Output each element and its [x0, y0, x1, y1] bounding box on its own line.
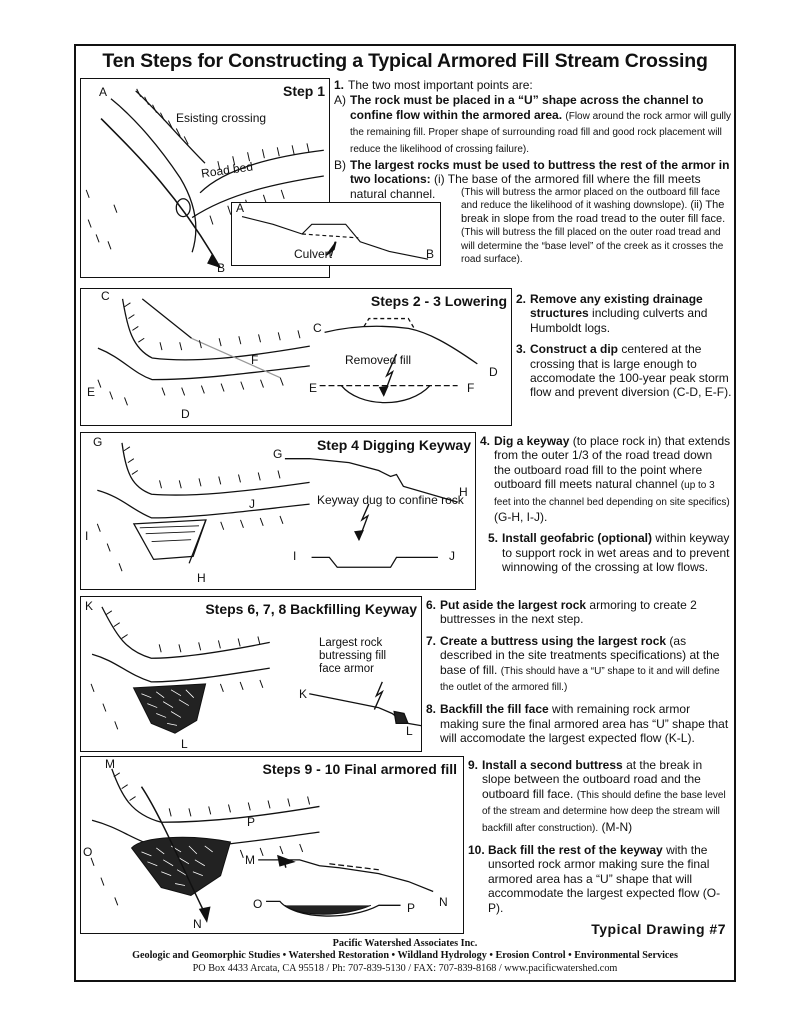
- panel-steps-9-10: Steps 9 - 10 Final armored fill M O P N …: [80, 756, 464, 934]
- drawing-sheet: Ten Steps for Constructing a Typical Arm…: [74, 44, 736, 982]
- panel-steps-6-8: Steps 6, 7, 8 Backfilling Keyway K L Lar…: [80, 596, 422, 752]
- label-d-profile: D: [489, 365, 498, 379]
- label-l-plan: L: [181, 737, 188, 751]
- panel-step-1: Step 1 A Esisting crossing Road bed B: [80, 78, 330, 278]
- steps-2-3-title: Steps 2 - 3 Lowering: [370, 293, 507, 309]
- steps-6-8-sketch: [90, 606, 421, 734]
- label-c-profile: C: [313, 321, 322, 335]
- label-i-section: I: [293, 549, 297, 563]
- label-g-plan: G: [93, 435, 103, 449]
- label-i-plan: I: [85, 529, 89, 543]
- label-m-plan: M: [105, 757, 115, 771]
- steps-6-8-text: 6.Put aside the largest rock armoring to…: [426, 598, 729, 746]
- inset-label-culvert: Culvert: [294, 247, 333, 261]
- label-f-section: F: [467, 381, 475, 395]
- label-l-profile: L: [406, 724, 413, 738]
- steps-2-3-text: 2.Remove any existing drainage structure…: [516, 292, 732, 400]
- step-1-text: 1.The two most important points are: A)T…: [334, 78, 732, 201]
- steps-9-10-sketch: [90, 768, 434, 923]
- page-title: Ten Steps for Constructing a Typical Arm…: [102, 50, 708, 72]
- label-e-plan: E: [87, 385, 96, 399]
- footer-services: Geologic and Geomorphic Studies • Waters…: [132, 950, 678, 962]
- step-1-title: Step 1: [282, 83, 325, 99]
- label-m-profile: M: [245, 853, 255, 867]
- label-n-plan: N: [193, 917, 202, 931]
- steps-6-8-title: Steps 6, 7, 8 Backfilling Keyway: [205, 601, 417, 617]
- label-o-section: O: [253, 897, 263, 911]
- label-h-profile: H: [459, 485, 468, 499]
- label-keyway: Keyway dug to confine rock: [317, 493, 464, 507]
- inset-label-a: A: [236, 201, 245, 215]
- label-f-plan: F: [251, 353, 259, 367]
- label-n-profile: N: [439, 895, 448, 909]
- footer: Pacific Watershed Associates Inc. Geolog…: [76, 938, 734, 975]
- label-largest-rock: Largest rock butressing fill face armor: [319, 637, 387, 675]
- panel-steps-2-3: Steps 2 - 3 Lowering C E F D C Removed f…: [80, 288, 512, 426]
- step-1-profile-sketch: [241, 215, 429, 260]
- steps-4-5-text: 4.Dig a keyway (to place rock in) that e…: [480, 434, 731, 575]
- label-removed-fill: Removed fill: [345, 353, 412, 367]
- label-k-plan: K: [85, 599, 94, 613]
- label-k-profile: K: [299, 687, 308, 701]
- label-existing-crossing: Esisting crossing: [176, 111, 267, 125]
- label-p-section: P: [407, 901, 416, 915]
- typical-drawing-label: Typical Drawing #7: [591, 921, 726, 937]
- steps-9-10-title: Steps 9 - 10 Final armored fill: [262, 761, 457, 777]
- label-j-plan: J: [249, 497, 255, 511]
- label-b: B: [217, 261, 226, 275]
- panel-step-1-inset: A Culvert B: [231, 201, 441, 266]
- footer-company: Pacific Watershed Associates Inc.: [332, 938, 478, 949]
- inset-label-b: B: [425, 247, 434, 261]
- step-1-plan-sketch: [85, 88, 324, 269]
- step-4-title: Step 4 Digging Keyway: [316, 437, 471, 453]
- panel-step-4: Step 4 Digging Keyway G I J H G Keyway d…: [80, 432, 476, 590]
- label-h-plan: H: [197, 571, 206, 585]
- footer-address: PO Box 4433 Arcata, CA 95518 / Ph: 707-8…: [192, 962, 618, 974]
- steps-9-10-text: 9.Install a second buttress at the break…: [468, 758, 726, 915]
- steps-2-3-sketch: [97, 298, 478, 406]
- label-c-plan: C: [101, 289, 110, 303]
- label-a: A: [99, 85, 108, 99]
- step-1-text-cont: (This will butress the armor placed on t…: [461, 187, 726, 266]
- label-p-plan: P: [247, 815, 256, 829]
- step-4-sketch: [96, 442, 458, 572]
- label-d-plan: D: [181, 407, 190, 421]
- label-j-section: J: [449, 549, 455, 563]
- label-g-profile: G: [273, 447, 283, 461]
- label-e-section: E: [309, 381, 318, 395]
- label-o-plan: O: [83, 845, 93, 859]
